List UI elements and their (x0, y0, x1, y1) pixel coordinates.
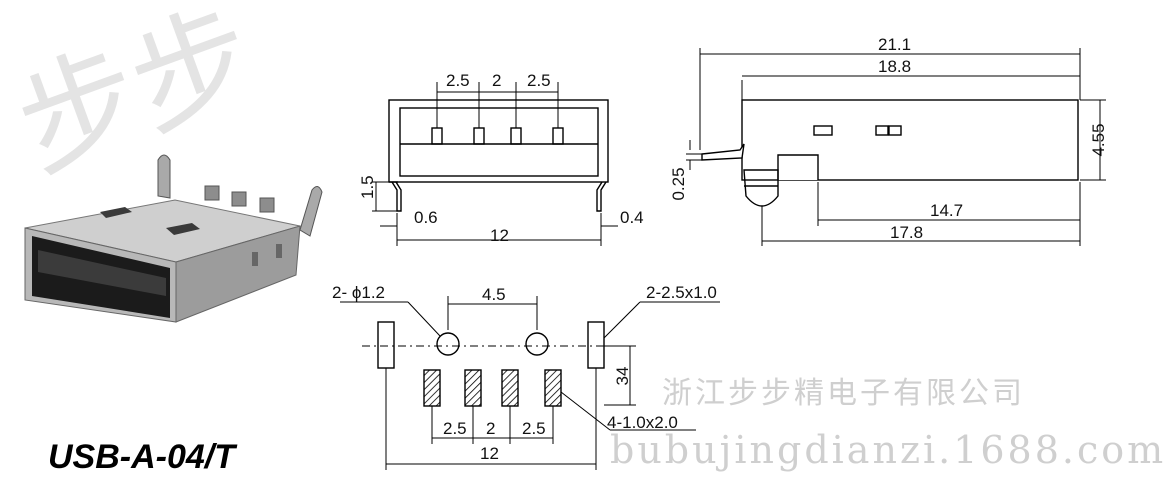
connector-photo (24, 154, 323, 323)
front-pitch-left: 2.5 (446, 71, 470, 90)
front-view-drawing (372, 82, 618, 246)
front-right-leg: 0.4 (620, 208, 644, 227)
side-body-length: 18.8 (878, 57, 911, 76)
front-leg-height: 1.5 (358, 175, 377, 199)
pcb-pitch-mid: 2 (486, 419, 495, 438)
model-number: USB-A-04/T (48, 438, 236, 476)
watermark-url: bubujingdianzi.1688.com (610, 428, 1166, 472)
side-peg-to-end: 14.7 (930, 201, 963, 220)
front-left-leg: 0.6 (414, 208, 438, 227)
front-pitch-mid: 2 (492, 71, 501, 90)
pcb-width: 12 (480, 444, 499, 463)
front-width: 12 (490, 226, 509, 245)
side-view-drawing (686, 48, 1106, 246)
side-pin-thickness: 0.25 (669, 167, 688, 200)
pcb-row-spacing: 34 (613, 367, 632, 386)
pcb-hole-spacing: 4.5 (482, 285, 506, 304)
watermark-company: 浙江步步精电子有限公司 (662, 376, 1025, 411)
pcb-pitch-right: 2.5 (522, 419, 546, 438)
pcb-pad-label: 4-1.0x2.0 (607, 413, 678, 432)
side-overall-to-end: 17.8 (890, 223, 923, 242)
side-height: 4.55 (1089, 123, 1108, 156)
pcb-slot-label: 2-2.5x1.0 (646, 283, 717, 302)
pcb-hole-label: 2- ϕ1.2 (332, 283, 385, 302)
side-total-length: 21.1 (878, 35, 911, 54)
drawing-canvas: 2.5 2 2.5 1.5 0.6 0.4 12 (24, 35, 1108, 470)
pcb-layout-drawing (340, 296, 720, 470)
pcb-pitch-left: 2.5 (443, 419, 467, 438)
front-pitch-right: 2.5 (527, 71, 551, 90)
